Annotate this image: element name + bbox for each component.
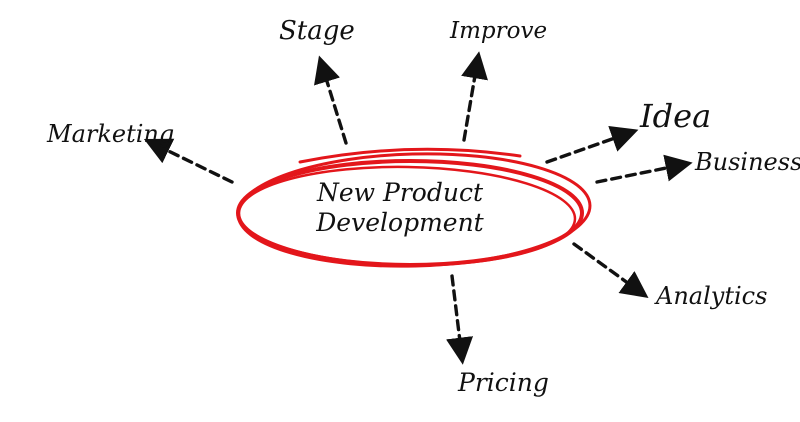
branch-label-stage: Stage bbox=[279, 16, 355, 46]
arrow-to-idea bbox=[545, 125, 639, 164]
branch-label-business: Business bbox=[695, 148, 800, 176]
center-ellipse bbox=[236, 147, 592, 268]
arrow-to-business bbox=[595, 154, 693, 184]
branch-label-analytics: Analytics bbox=[656, 282, 768, 310]
arrow-to-marketing bbox=[143, 138, 234, 184]
arrow-to-analytics bbox=[572, 242, 649, 298]
branch-label-marketing: Marketing bbox=[47, 120, 175, 148]
center-topic-line1: New Product bbox=[317, 178, 483, 207]
arrow-to-pricing bbox=[446, 274, 474, 365]
arrow-to-improve bbox=[461, 51, 488, 142]
branch-label-pricing: Pricing bbox=[458, 368, 549, 397]
branch-label-improve: Improve bbox=[450, 18, 548, 44]
center-topic: New Product Development bbox=[255, 178, 545, 238]
branch-label-idea: Idea bbox=[640, 97, 712, 135]
center-topic-line2: Development bbox=[316, 208, 484, 237]
arrow-to-stage bbox=[314, 55, 348, 145]
